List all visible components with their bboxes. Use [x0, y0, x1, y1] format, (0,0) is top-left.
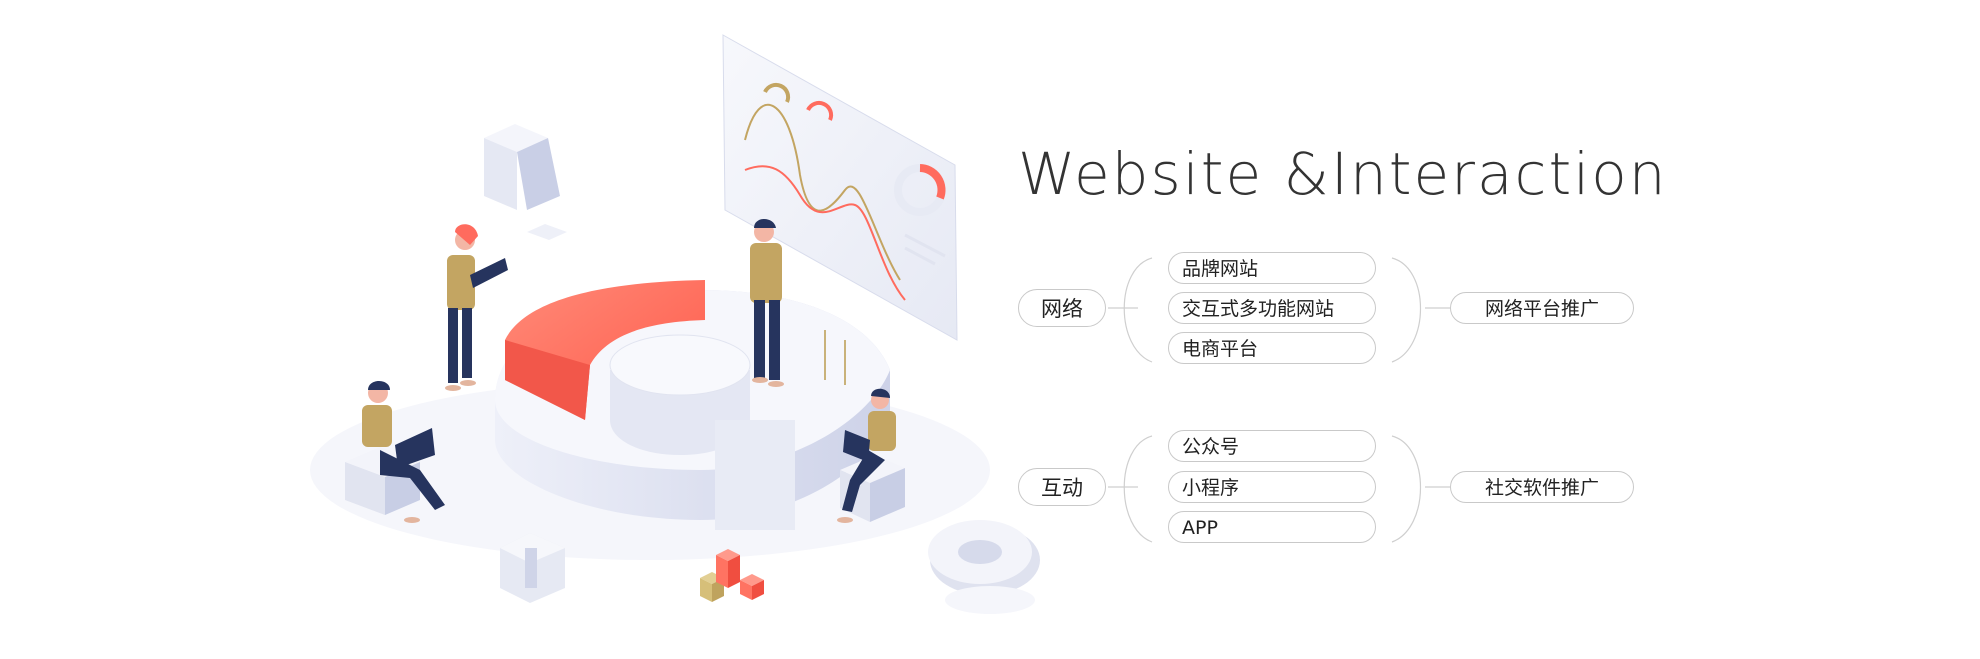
list-item[interactable]: 品牌网站: [1168, 252, 1376, 284]
group-result-network[interactable]: 网络平台推广: [1450, 292, 1634, 324]
figure-man-standing: [750, 219, 784, 387]
group-label-network: 网络: [1018, 289, 1106, 327]
group-result-interaction[interactable]: 社交软件推广: [1450, 471, 1634, 503]
torus-ring: [928, 520, 1040, 614]
colored-cubes: [700, 549, 764, 602]
figure-woman-laptop: [837, 388, 896, 523]
red-pie-slice: [505, 280, 705, 420]
group-label-interaction: 互动: [1018, 468, 1106, 506]
list-item[interactable]: 电商平台: [1168, 332, 1376, 364]
floating-cube: [484, 124, 567, 240]
list-item[interactable]: 公众号: [1168, 430, 1376, 462]
list-item[interactable]: 交互式多功能网站: [1168, 292, 1376, 324]
hexagon-block: [500, 533, 565, 603]
dashboard-panel: [722, 34, 958, 385]
page-heading: Website &Interaction: [1018, 140, 1668, 208]
figure-woman-tablet: [445, 224, 508, 391]
figure-man-laptop: [362, 381, 445, 523]
list-item[interactable]: 小程序: [1168, 471, 1376, 503]
list-item[interactable]: APP: [1168, 511, 1376, 543]
